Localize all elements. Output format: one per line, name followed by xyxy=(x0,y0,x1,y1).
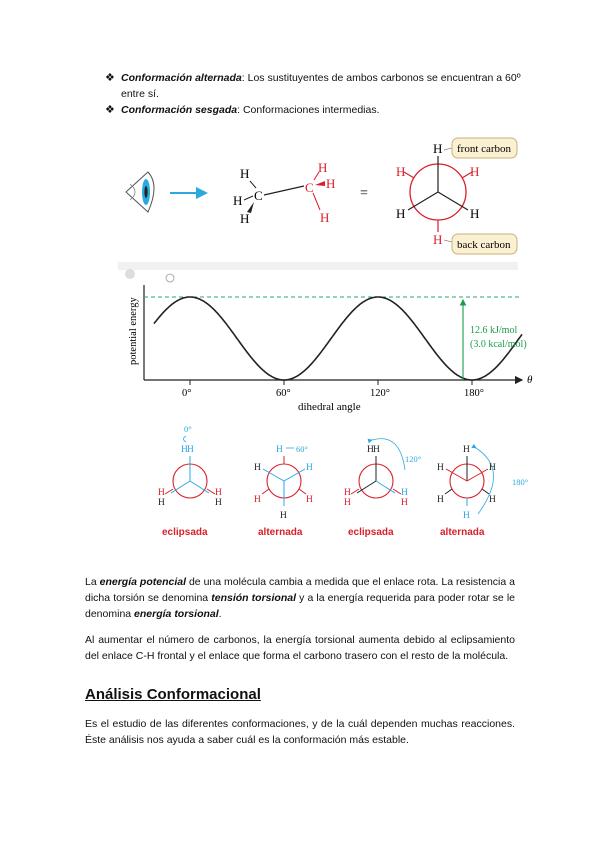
svg-text:H: H xyxy=(396,206,405,221)
bullet-text: Conformación alternada: Los sustituyente… xyxy=(121,70,525,102)
x-tick-label: 60° xyxy=(276,388,291,399)
svg-text:180°: 180° xyxy=(512,477,528,487)
label-eclipsada-2: eclipsada xyxy=(348,527,394,538)
svg-text:H: H xyxy=(318,160,327,175)
svg-text:H: H xyxy=(367,445,374,455)
svg-text:C: C xyxy=(254,188,263,203)
section-heading: Análisis Conformacional xyxy=(85,686,261,703)
svg-text:H: H xyxy=(215,488,222,498)
label-alternada-2: alternada xyxy=(440,527,485,538)
svg-text:H: H xyxy=(240,166,249,181)
svg-text:H: H xyxy=(306,495,313,505)
newman-row: 0° H H H H H H H 60° H xyxy=(158,424,528,538)
x-tick-label: 0° xyxy=(182,388,191,399)
x-tick-label: 120° xyxy=(370,388,390,399)
svg-text:back carbon: back carbon xyxy=(457,239,511,251)
svg-text:H: H xyxy=(437,495,444,505)
conformation-figure: H H H C C H H H = H H H H H H front carb… xyxy=(118,137,533,538)
svg-text:H: H xyxy=(433,232,442,247)
decorative-ring-icon xyxy=(165,273,175,283)
svg-text:H: H xyxy=(470,164,479,179)
energy-curve-line xyxy=(153,296,523,381)
svg-text:H: H xyxy=(437,463,444,473)
svg-text:H: H xyxy=(254,463,261,473)
bullet-text: Conformación sesgada: Conformaciones int… xyxy=(121,102,380,118)
eye-icon xyxy=(125,171,155,213)
svg-text:H: H xyxy=(401,498,408,508)
svg-text:H: H xyxy=(181,445,188,455)
label-eclipsada-1: eclipsada xyxy=(162,527,208,538)
back-carbon-callout xyxy=(451,233,518,255)
svg-text:H: H xyxy=(215,498,222,508)
paragraph-energia: La energía potencial de una molécula cam… xyxy=(85,576,515,620)
svg-text:H: H xyxy=(280,511,287,521)
svg-text:H: H xyxy=(306,463,313,473)
svg-text:H: H xyxy=(344,488,351,498)
diamond-bullet-icon: ❖ xyxy=(105,104,115,116)
newman-eclipsed-0: 0° H H H H H H xyxy=(158,424,222,508)
annotation-kj: 12.6 kJ/mol xyxy=(470,325,517,336)
bullet-desc: : Los sustituyentes de ambos carbonos se… xyxy=(121,72,521,100)
energy-chart: θ potential energy dihedral angle 0° 60° 1… xyxy=(118,262,533,413)
paragraph-carbonos: Al aumentar el número de carbonos, la en… xyxy=(85,634,515,662)
svg-text:H: H xyxy=(254,495,261,505)
label-alternada-1: alternada xyxy=(258,527,303,538)
svg-text:H: H xyxy=(320,210,329,225)
svg-text:H: H xyxy=(489,495,496,505)
bullet-desc: : Conformaciones intermedias. xyxy=(237,104,380,116)
svg-text:H: H xyxy=(401,488,408,498)
newman-staggered-180: H 180° H H H H H xyxy=(437,443,528,521)
front-carbon-callout xyxy=(451,137,518,159)
decorative-blob-icon xyxy=(125,269,135,279)
x-tick-label: 180° xyxy=(464,388,484,399)
svg-text:H: H xyxy=(463,511,470,521)
svg-text:H: H xyxy=(276,445,283,455)
chart-top-band xyxy=(118,262,518,270)
newman-eclipsed-120: H H 120° H H H H xyxy=(344,438,421,508)
svg-text:H: H xyxy=(489,463,496,473)
svg-text:C: C xyxy=(305,180,314,195)
svg-text:0°: 0° xyxy=(184,424,192,434)
y-axis-label: potential energy xyxy=(128,297,139,365)
svg-text:H: H xyxy=(463,445,470,455)
svg-text:H: H xyxy=(158,498,165,508)
svg-text:H: H xyxy=(158,488,165,498)
svg-text:H: H xyxy=(433,141,442,156)
bullet-item: ❖ Conformación alternada: Los sustituyen… xyxy=(105,70,525,102)
svg-text:H: H xyxy=(344,498,351,508)
bullet-list: ❖ Conformación alternada: Los sustituyen… xyxy=(105,70,525,118)
bullet-item: ❖ Conformación sesgada: Conformaciones i… xyxy=(105,102,525,118)
svg-text:H: H xyxy=(470,206,479,221)
newman-projection-main: H H H H H H front carbon back carbon xyxy=(396,137,518,255)
svg-text:60°: 60° xyxy=(296,444,308,454)
svg-text:H: H xyxy=(396,164,405,179)
svg-text:H: H xyxy=(240,211,249,226)
svg-text:H: H xyxy=(373,445,380,455)
svg-text:120°: 120° xyxy=(405,454,421,464)
theta-label: θ xyxy=(527,374,533,386)
equals-sign: = xyxy=(360,186,368,201)
svg-text:H: H xyxy=(187,445,194,455)
annotation-kcal: (3.0 kcal/mol) xyxy=(470,339,527,350)
ethane-sawhorse: H H H C C H H H xyxy=(233,160,335,226)
paragraph-analisis: Es el estudio de las diferentes conforma… xyxy=(85,718,515,746)
svg-text:front carbon: front carbon xyxy=(457,143,512,155)
svg-text:H: H xyxy=(233,193,242,208)
svg-text:H: H xyxy=(326,176,335,191)
newman-staggered-60: H 60° H H H H H xyxy=(254,444,313,521)
diamond-bullet-icon: ❖ xyxy=(105,72,115,84)
bullet-term: Conformación sesgada xyxy=(121,104,238,116)
x-axis-label: dihedral angle xyxy=(298,401,361,413)
bullet-term: Conformación alternada xyxy=(121,72,242,84)
